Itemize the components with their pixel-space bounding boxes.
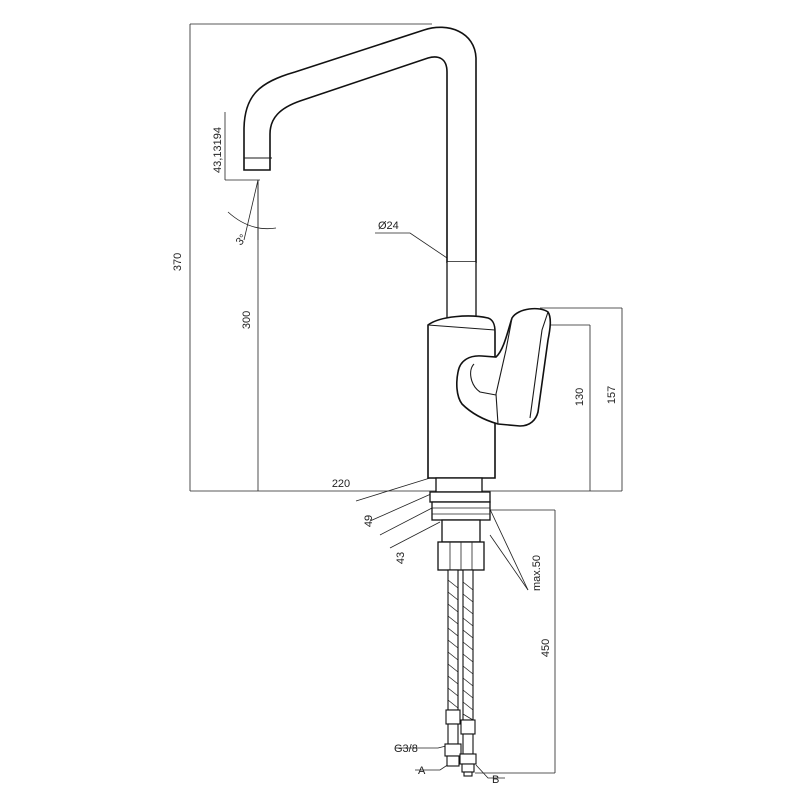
dim-43-label: 43 bbox=[395, 552, 407, 564]
dim-450-label: 450 bbox=[540, 639, 552, 657]
thread-label: G3/8 bbox=[394, 743, 418, 755]
dim-max50-label: max.50 bbox=[531, 555, 543, 591]
hose-a-label: A bbox=[418, 765, 426, 777]
dim-angle-label: 3° bbox=[234, 232, 250, 248]
hose-b-label: B bbox=[492, 774, 499, 786]
dim-220-label: 220 bbox=[332, 478, 350, 490]
mounting-assembly bbox=[429, 477, 491, 571]
lever-handle bbox=[456, 307, 552, 427]
dimension-labels: 370 43,13194 300 3° Ø24 220 49 43 max.50… bbox=[172, 127, 618, 786]
dim-diameter-label: Ø24 bbox=[378, 220, 399, 232]
dimension-lines bbox=[189, 23, 623, 779]
dim-370-label: 370 bbox=[172, 253, 184, 271]
spout bbox=[243, 26, 477, 319]
dim-157-label: 157 bbox=[606, 386, 618, 404]
dim-300-label: 300 bbox=[241, 311, 253, 329]
supply-hoses bbox=[444, 569, 477, 777]
dim-130-label: 130 bbox=[574, 388, 586, 406]
dim-49-label: 49 bbox=[363, 515, 375, 527]
dim-outlet-offset-label: 43,13194 bbox=[212, 127, 224, 173]
